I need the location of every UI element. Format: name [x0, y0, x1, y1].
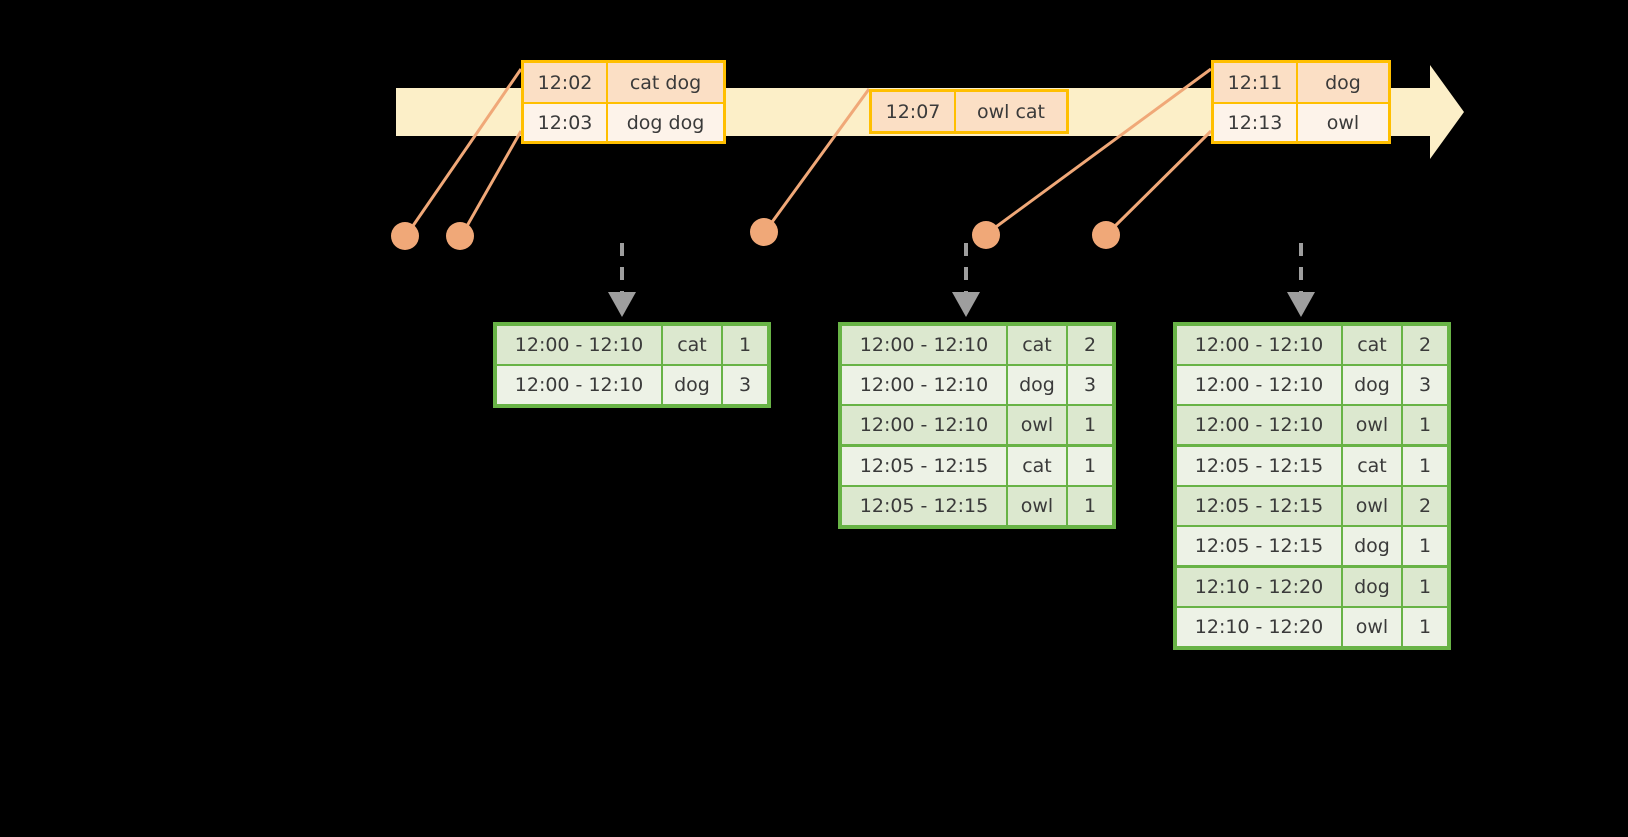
- cell-key: owl: [1343, 608, 1401, 646]
- cell-count: 2: [1068, 326, 1112, 364]
- event-time: 12:07: [872, 92, 956, 131]
- event-dot-3: [750, 218, 778, 246]
- cell-key: cat: [1008, 447, 1066, 485]
- timeline-event-row: 12:02 cat dog: [524, 63, 723, 102]
- cell-key: dog: [663, 366, 721, 404]
- event-value: dog: [1325, 71, 1361, 94]
- connector-line-3: [765, 88, 871, 230]
- event-time: 12:02: [524, 63, 608, 102]
- cell-key: dog: [1343, 527, 1401, 565]
- cell-count: 1: [1068, 447, 1112, 485]
- cell-window: 12:00 - 12:10: [842, 326, 1006, 364]
- timeline-event-box-1[interactable]: 12:02 cat dog 12:03 dog dog: [521, 60, 726, 144]
- event-time: 12:03: [524, 104, 608, 141]
- emit-arrow-3: [1287, 243, 1315, 317]
- event-dot-2: [446, 222, 474, 250]
- event-time: 12:13: [1214, 104, 1298, 141]
- cell-count: 3: [1403, 366, 1447, 404]
- cell-window: 12:00 - 12:10: [842, 366, 1006, 404]
- event-dot-5: [1092, 221, 1120, 249]
- cell-key: cat: [1008, 326, 1066, 364]
- cell-key: owl: [1343, 487, 1401, 525]
- cell-count: 2: [1403, 487, 1447, 525]
- cell-key: owl: [1008, 487, 1066, 525]
- timeline-event-row: 12:13 owl: [1214, 102, 1388, 141]
- cell-window: 12:10 - 12:20: [1177, 608, 1341, 646]
- cell-key: dog: [1008, 366, 1066, 404]
- cell-window: 12:00 - 12:10: [1177, 406, 1341, 444]
- cell-count: 1: [1068, 487, 1112, 525]
- cell-count: 1: [1403, 527, 1447, 565]
- cell-key: cat: [663, 326, 721, 364]
- connector-line-5: [1107, 129, 1213, 234]
- cell-window: 12:05 - 12:15: [1177, 527, 1341, 565]
- cell-key: cat: [1343, 326, 1401, 364]
- cell-window: 12:05 - 12:15: [842, 447, 1006, 485]
- event-time: 12:11: [1214, 63, 1298, 102]
- cell-window: 12:00 - 12:10: [1177, 366, 1341, 404]
- timeline-event-row: 12:11 dog: [1214, 63, 1388, 102]
- emit-arrow-1: [608, 243, 636, 317]
- cell-count: 2: [1403, 326, 1447, 364]
- cell-window: 12:00 - 12:10: [1177, 326, 1341, 364]
- timeline-event-row: 12:03 dog dog: [524, 102, 723, 141]
- cell-count: 3: [1068, 366, 1112, 404]
- cell-count: 1: [1403, 406, 1447, 444]
- cell-window: 12:10 - 12:20: [1177, 568, 1341, 606]
- cell-count: 1: [1068, 406, 1112, 444]
- cell-window: 12:00 - 12:10: [497, 326, 661, 364]
- cell-count: 1: [1403, 608, 1447, 646]
- event-dot-1: [391, 222, 419, 250]
- cell-count: 1: [723, 326, 767, 364]
- cell-key: cat: [1343, 447, 1401, 485]
- emit-arrows: [608, 243, 1315, 317]
- connector-line-1: [406, 68, 523, 234]
- cell-window: 12:05 - 12:15: [1177, 487, 1341, 525]
- cell-window: 12:00 - 12:10: [842, 406, 1006, 444]
- cell-window: 12:00 - 12:10: [497, 366, 661, 404]
- timeline-event-box-3[interactable]: 12:11 dog 12:13 owl: [1211, 60, 1391, 144]
- cell-count: 1: [1403, 568, 1447, 606]
- event-dots: [391, 218, 1120, 250]
- event-value: dog dog: [626, 111, 705, 134]
- connector-line-2: [461, 130, 523, 234]
- event-value: cat dog: [629, 71, 702, 94]
- event-value: owl: [1326, 111, 1360, 134]
- timeline-event-row: 12:07 owl cat: [872, 92, 1066, 131]
- event-value: owl cat: [976, 100, 1046, 123]
- cell-key: owl: [1008, 406, 1066, 444]
- cell-count: 3: [723, 366, 767, 404]
- cell-key: dog: [1343, 568, 1401, 606]
- timeline-event-box-2[interactable]: 12:07 owl cat: [869, 89, 1069, 134]
- cell-window: 12:05 - 12:15: [1177, 447, 1341, 485]
- cell-window: 12:05 - 12:15: [842, 487, 1006, 525]
- cell-count: 1: [1403, 447, 1447, 485]
- event-dot-4: [972, 221, 1000, 249]
- cell-key: dog: [1343, 366, 1401, 404]
- emit-arrow-2: [952, 243, 980, 317]
- cell-key: owl: [1343, 406, 1401, 444]
